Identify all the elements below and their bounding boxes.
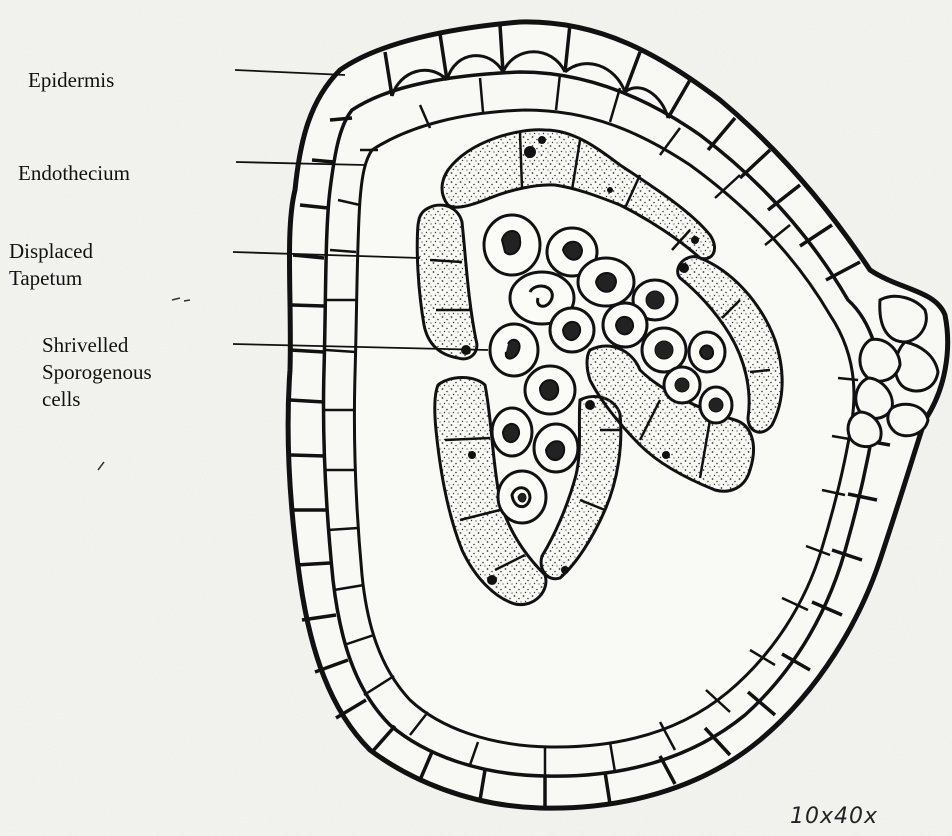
sporogenous-cell	[534, 424, 578, 472]
sporogenous-cell	[525, 366, 575, 414]
label-endothecium-line-1: Endothecium	[18, 160, 130, 187]
sporogenous-cell	[490, 324, 538, 376]
sporogenous-cell	[664, 367, 700, 403]
sporogenous-cell	[578, 258, 634, 306]
sporogenous-cell	[498, 471, 546, 523]
label-sporogenous-line-2: Sporogenous	[42, 359, 152, 386]
sporogenous-cell	[603, 303, 647, 347]
label-shrivelled-sporogenous-cells: Shrivelled Sporogenous cells	[42, 332, 152, 413]
label-sporogenous-line-1: Shrivelled	[42, 332, 152, 359]
sporogenous-cell	[550, 308, 594, 352]
label-displaced-tapetum: Displaced Tapetum	[9, 238, 93, 292]
sporogenous-cell	[700, 387, 732, 423]
sporogenous-cell	[642, 328, 686, 372]
label-endothecium: Endothecium	[18, 160, 130, 187]
label-sporogenous-line-3: cells	[42, 386, 152, 413]
sporogenous-cell	[484, 215, 540, 275]
label-displaced-tapetum-line-1: Displaced	[9, 238, 93, 265]
sporogenous-cell	[689, 332, 725, 372]
label-epidermis: Epidermis	[28, 67, 114, 94]
label-epidermis-line-1: Epidermis	[28, 67, 114, 94]
label-displaced-tapetum-line-2: Tapetum	[9, 265, 93, 292]
magnification-note: 10x40x	[790, 804, 878, 829]
sporogenous-cell	[492, 408, 532, 456]
